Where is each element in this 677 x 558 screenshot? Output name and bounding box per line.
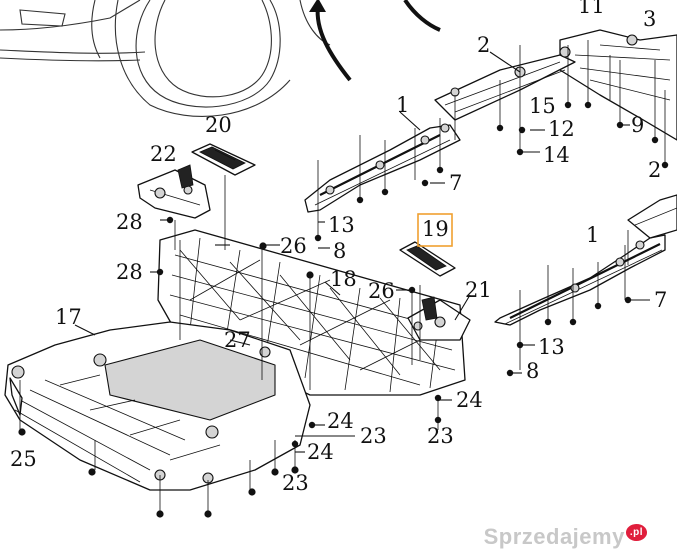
callout-c26a: 26 bbox=[280, 234, 307, 258]
callout-c24c: 24 bbox=[307, 440, 334, 464]
highlight-box bbox=[417, 213, 453, 247]
direction-arrow-left bbox=[309, 0, 352, 82]
bolt-heads bbox=[18, 101, 669, 518]
callout-c28b: 28 bbox=[116, 260, 143, 284]
callout-c2b: 2 bbox=[648, 158, 661, 182]
callout-c24a: 24 bbox=[327, 409, 354, 433]
car-body-outline bbox=[0, 0, 331, 117]
plate-20 bbox=[191, 143, 256, 176]
watermark-domain-badge: .pl bbox=[625, 524, 647, 541]
callout-c23b: 23 bbox=[427, 424, 454, 448]
callout-c13a: 13 bbox=[328, 213, 355, 237]
callout-c1a: 1 bbox=[396, 93, 409, 117]
callout-c19: 19 bbox=[422, 217, 449, 241]
callout-c18: 18 bbox=[330, 267, 357, 291]
watermark-text: Sprzedajemy bbox=[483, 524, 625, 549]
callout-c20: 20 bbox=[205, 113, 232, 137]
callout-c7b: 7 bbox=[654, 288, 667, 312]
bracket-21 bbox=[407, 296, 471, 341]
rear-rail-extension bbox=[627, 194, 677, 239]
callout-c11: 11 bbox=[578, 0, 605, 18]
side-sill-cover-left bbox=[304, 123, 461, 213]
callout-c25: 25 bbox=[10, 447, 37, 471]
callout-c24b: 24 bbox=[456, 388, 483, 412]
bracket-22 bbox=[137, 164, 211, 219]
leader-lines bbox=[74, 51, 650, 453]
callout-c21: 21 bbox=[465, 278, 492, 302]
callout-c8b: 8 bbox=[526, 359, 539, 383]
callout-c22: 22 bbox=[150, 142, 177, 166]
callout-c7a: 7 bbox=[449, 171, 462, 195]
callout-c2a: 2 bbox=[477, 33, 490, 57]
callout-c13b: 13 bbox=[538, 335, 565, 359]
direction-arrow-right bbox=[403, 0, 441, 32]
callout-c17: 17 bbox=[55, 305, 82, 329]
callout-c28a: 28 bbox=[116, 210, 143, 234]
callout-c1b: 1 bbox=[586, 223, 599, 247]
callout-c14: 14 bbox=[543, 143, 570, 167]
front-underbody-cover bbox=[4, 321, 311, 491]
callout-c15: 15 bbox=[529, 94, 556, 118]
watermark: Sprzedajemy.pl bbox=[484, 524, 647, 550]
callout-c23c: 23 bbox=[282, 471, 309, 495]
callout-c26b: 26 bbox=[368, 279, 395, 303]
plate-19 bbox=[399, 241, 456, 277]
callout-c23a: 23 bbox=[360, 424, 387, 448]
callout-c8a: 8 bbox=[333, 239, 346, 263]
fastener-shafts bbox=[19, 40, 666, 512]
callout-c27: 27 bbox=[224, 328, 251, 352]
callout-c3: 3 bbox=[643, 7, 656, 31]
side-sill-cover-right bbox=[494, 234, 666, 326]
callout-c9: 9 bbox=[631, 113, 644, 137]
callout-c12: 12 bbox=[548, 117, 575, 141]
